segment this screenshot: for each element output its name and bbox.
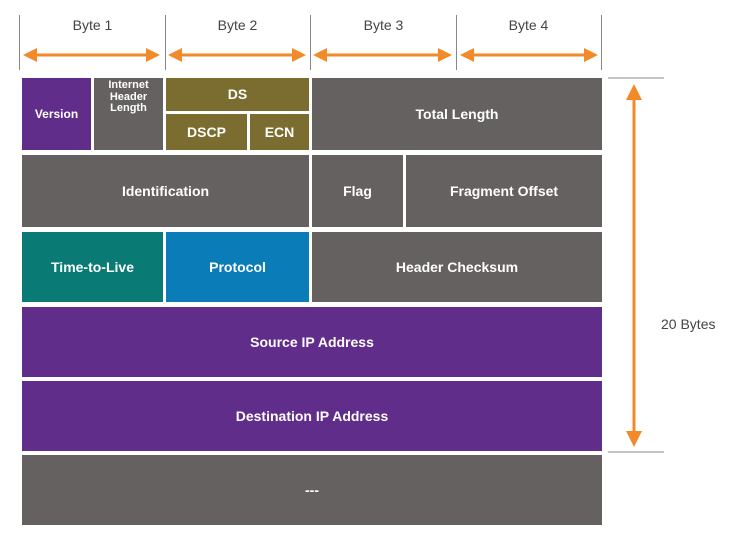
identification-label: Identification bbox=[121, 182, 210, 199]
source-ip-label: Source IP Address bbox=[250, 333, 374, 350]
dscp-field: DSCP bbox=[166, 114, 247, 150]
protocol-label: Protocol bbox=[209, 258, 266, 275]
byte-2-arrow bbox=[168, 48, 306, 62]
version-field: Version bbox=[22, 78, 91, 150]
destination-ip-label: Destination IP Address bbox=[235, 407, 389, 424]
total-length-label: Total Length bbox=[415, 105, 499, 122]
ds-label: DS bbox=[227, 86, 248, 103]
ttl-label: Time-to-Live bbox=[51, 258, 134, 275]
source-ip-field: Source IP Address bbox=[22, 307, 602, 377]
fragment-offset-field: Fragment Offset bbox=[406, 155, 602, 227]
ttl-field: Time-to-Live bbox=[22, 232, 163, 302]
header-checksum-field: Header Checksum bbox=[312, 232, 602, 302]
ds-field: DS bbox=[166, 78, 309, 111]
protocol-field: Protocol bbox=[166, 232, 309, 302]
flag-field: Flag bbox=[312, 155, 403, 227]
byte-divider bbox=[601, 15, 602, 70]
byte-divider bbox=[310, 15, 311, 70]
byte-2-label: Byte 2 bbox=[217, 17, 258, 33]
version-label: Version bbox=[34, 106, 79, 121]
byte-4-label: Byte 4 bbox=[508, 17, 549, 33]
ihl-label: Internet Header Length bbox=[108, 79, 149, 115]
fragment-offset-label: Fragment Offset bbox=[449, 182, 559, 199]
identification-field: Identification bbox=[22, 155, 309, 227]
options-label: --- bbox=[305, 481, 319, 498]
options-field: --- bbox=[22, 455, 602, 525]
byte-4-arrow bbox=[460, 48, 598, 62]
total-length-field: Total Length bbox=[312, 78, 602, 150]
ihl-field: Internet Header Length bbox=[94, 78, 163, 150]
ecn-label: ECN bbox=[264, 123, 295, 140]
destination-ip-field: Destination IP Address bbox=[22, 381, 602, 451]
dscp-label: DSCP bbox=[187, 123, 226, 140]
flag-label: Flag bbox=[343, 182, 372, 199]
byte-1-arrow bbox=[23, 48, 160, 62]
twenty-bytes-arrow bbox=[626, 84, 642, 447]
byte-divider bbox=[165, 15, 166, 70]
header-checksum-label: Header Checksum bbox=[395, 258, 519, 275]
byte-3-arrow bbox=[313, 48, 452, 62]
byte-divider bbox=[456, 15, 457, 70]
byte-1-label: Byte 1 bbox=[72, 17, 113, 33]
twenty-bytes-label: 20 Bytes bbox=[661, 316, 716, 332]
byte-3-label: Byte 3 bbox=[363, 17, 404, 33]
byte-divider bbox=[19, 15, 20, 70]
ecn-field: ECN bbox=[250, 114, 309, 150]
